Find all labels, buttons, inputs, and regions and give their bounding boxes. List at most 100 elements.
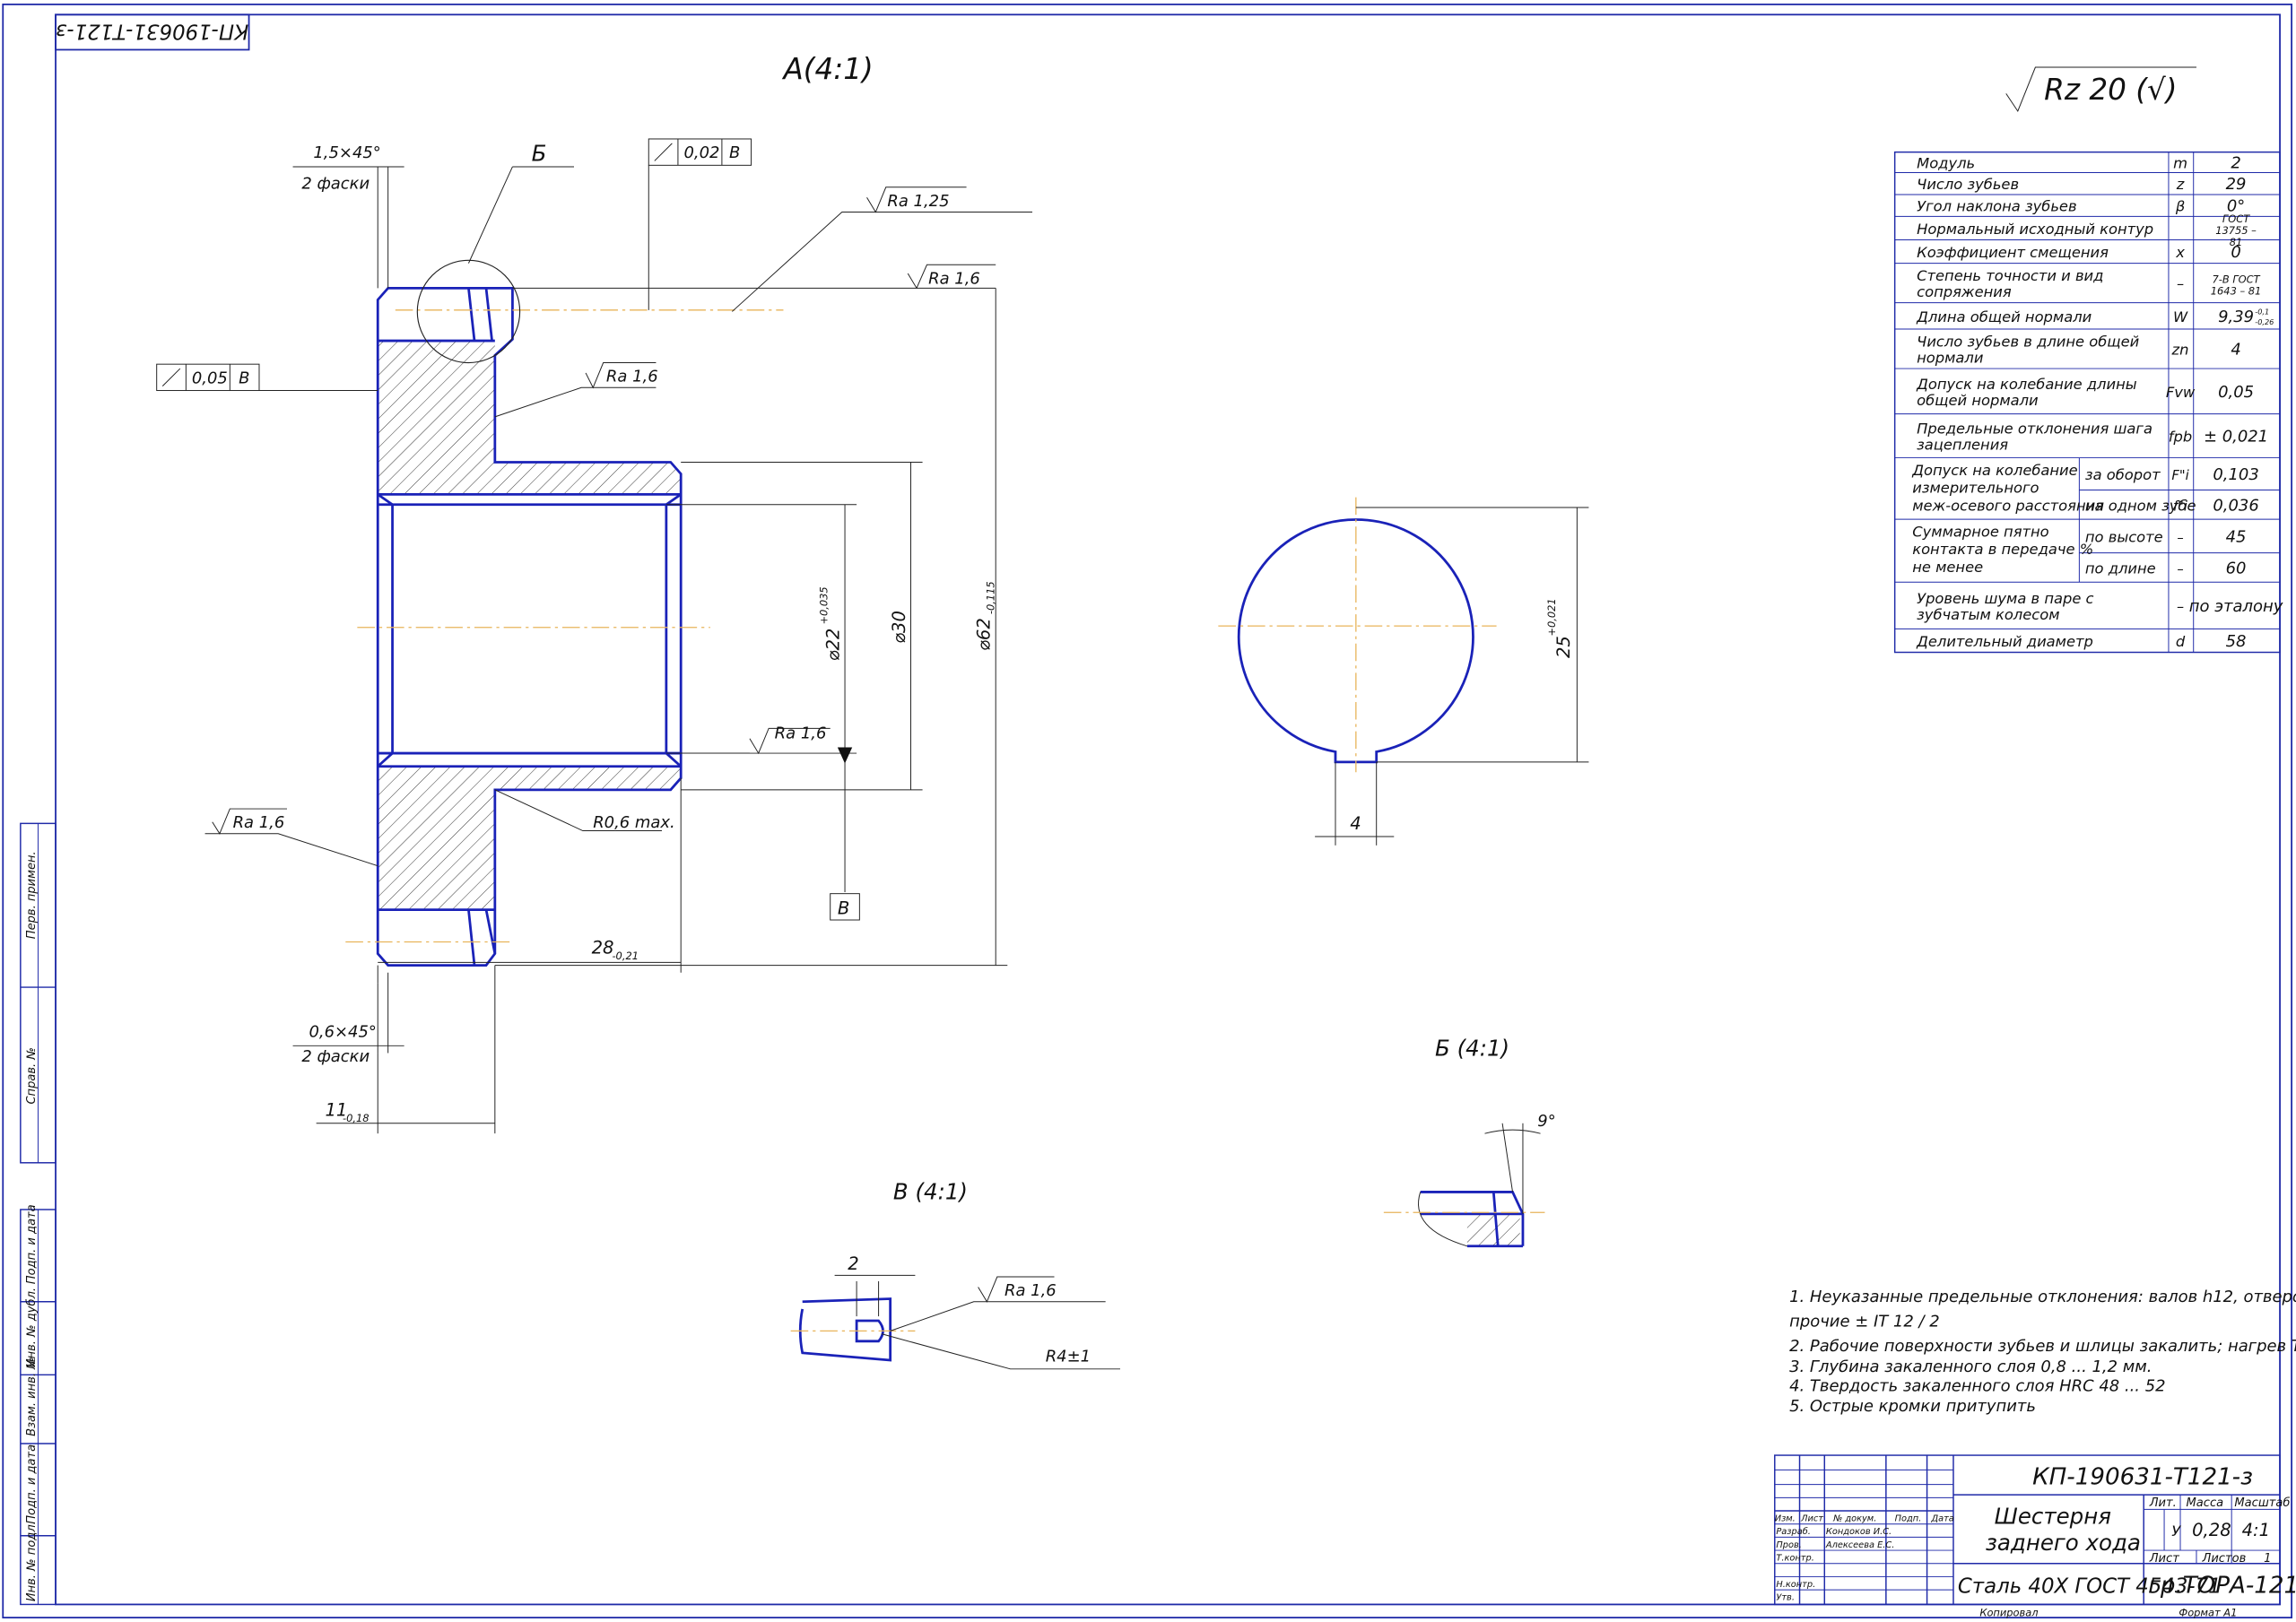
w-tol-bottom: -0,26 (2255, 317, 2274, 326)
key-height-tol: +0,021 (1545, 598, 1558, 636)
tb-scale-h: Масштаб (2234, 1496, 2290, 1510)
gear-table-symbol: – (2177, 275, 2184, 292)
gear-table-param-name: нормали (1917, 350, 1983, 367)
gear-table-sub1: за оборот (2085, 466, 2161, 483)
tb-name-2: заднего хода (1986, 1530, 2141, 1556)
gear-table-param-name: Число зубьев (1917, 176, 2019, 193)
tb-nkontr: Н.контр. (1776, 1580, 1815, 1590)
chamfer-bottom-dim: 0,6×45° (309, 1023, 376, 1042)
gear-table-symbol: Fvw (2166, 384, 2196, 401)
gear-table-sym2: – (2177, 561, 2183, 577)
gear-table-value: 0° (2227, 197, 2245, 216)
gear-table-param-name: Делительный диаметр (1916, 633, 2093, 650)
ra16-bore-label: Ra 1,6 (775, 724, 827, 743)
detail-b-callout: Б (532, 140, 547, 166)
gear-table-value: 0,05 (2218, 383, 2254, 402)
tb-tkontr: Т.контр. (1776, 1553, 1813, 1563)
gear-table-sub2: на одном зубе (2085, 497, 2196, 514)
tb-lit: У (2171, 1522, 2181, 1540)
gear-table-param-name: контакта в передаче % (1912, 541, 2093, 558)
tb-docno: № докум. (1832, 1514, 1876, 1523)
tb-razrab: Разраб. (1776, 1526, 1810, 1537)
tb-copied: Копировал (1979, 1606, 2038, 1618)
view-v-title: В (4:1) (893, 1179, 968, 1205)
d22-label: ⌀22 (823, 629, 844, 662)
gear-table-value: 2 (2231, 154, 2240, 173)
gear-table-sym1: – (2177, 530, 2183, 545)
note-3: 3. Глубина закаленного слоя 0,8 ... 1,2 … (1789, 1357, 2152, 1376)
gear-table-symbol: d (2176, 633, 2186, 650)
tb-utv: Утв. (1776, 1593, 1795, 1603)
tb-sheet-h: Лист (2149, 1552, 2179, 1566)
runout-tol-left-base: В (239, 369, 249, 387)
runout-tol-left-value: 0,05 (192, 369, 228, 387)
gear-table-symbol: z (2176, 176, 2185, 193)
tb-org: гр.ТОРА-121-з (2148, 1572, 2296, 1599)
view-b-title: Б (4:1) (1435, 1036, 1509, 1062)
gear-table-value: 81 (2230, 236, 2243, 248)
gear-table-value: ГОСТ (2222, 213, 2250, 225)
side-stamp-column: Перв. примен. Справ. № Подп. и дата Инв.… (20, 822, 57, 1606)
runout-tol-top-base: В (729, 143, 740, 162)
note-5: 5. Острые кромки притупить (1789, 1397, 2036, 1416)
tb-date: Дата (1930, 1514, 1953, 1523)
technical-notes: 1. Неуказанные предельные отклонения: ва… (1789, 1288, 2296, 1416)
gear-table-symbol: zn (2171, 342, 2189, 359)
key-height-label: 25 (1553, 636, 1574, 658)
side-label-podp1: Подп. и дата (25, 1204, 39, 1284)
gear-table-value: 9,39 (2218, 308, 2254, 326)
side-label-sprav: Справ. № (25, 1047, 39, 1104)
d62-tol: -0,115 (985, 581, 997, 614)
gear-table-param-name: Угол наклона зубьев (1917, 198, 2076, 215)
gear-table-val2: 60 (2226, 559, 2247, 577)
gear-table-param-name: зубчатым колесом (1917, 606, 2059, 623)
gear-table-symbol: x (2175, 244, 2185, 261)
ra16-top-label: Ra 1,6 (928, 269, 980, 288)
tb-sign: Подп. (1895, 1514, 1922, 1523)
gear-table-value: 0 (2231, 243, 2240, 262)
len28-label: 28 (592, 938, 614, 958)
gear-table-val1: 0,103 (2213, 465, 2258, 484)
gear-table-value: 7-В ГОСТ (2213, 273, 2261, 286)
gear-table-param-name: измерительного (1912, 480, 2039, 497)
bore-keyway-view: 25 +0,021 4 (1218, 497, 1589, 846)
ra16-groove-label: Ra 1,6 (1004, 1281, 1057, 1300)
tb-prov: Пров. (1776, 1540, 1801, 1550)
doc-code-rotated: КП-190631-Т121-з (56, 20, 248, 43)
len28-tol: -0,21 (612, 950, 639, 962)
chamfer-bottom-note: 2 фаски (301, 1047, 370, 1066)
ra16-left-label: Ra 1,6 (233, 813, 285, 832)
gear-table-symbol: – (2177, 598, 2184, 615)
note-4: 4. Твердость закаленного слоя HRC 48 ...… (1789, 1376, 2165, 1395)
runout-tol-top-value: 0,02 (683, 143, 719, 162)
tb-lit-h: Лит. (2149, 1496, 2177, 1510)
gear-table-param-name: Степень точности и вид (1917, 267, 2103, 284)
tb-sheets-h: Листов (2202, 1552, 2247, 1566)
chamfer-top-dim: 1,5×45° (313, 143, 380, 162)
detail-v-view: 2 Ra 1,6 R4±1 (790, 1253, 1120, 1370)
gear-table-sym2: f"i (2173, 499, 2187, 514)
gear-table-symbol: β (2175, 198, 2185, 215)
tb-prov-name: Алексеева Е.С. (1825, 1540, 1894, 1550)
gear-table-value: 58 (2226, 632, 2247, 651)
gear-table-param-name: Допуск на колебание длины (1916, 376, 2137, 393)
tb-material: Сталь 40Х ГОСТ 4543-71 (1958, 1574, 2222, 1598)
d62-label: ⌀62 (974, 618, 995, 651)
gear-table-param-name: Допуск на колебание (1911, 462, 2077, 479)
w-tol-top: -0,1 (2255, 308, 2269, 317)
gear-table-val2: 0,036 (2213, 496, 2258, 515)
gear-table-value: 4 (2231, 341, 2240, 360)
gear-table-symbol: W (2173, 308, 2188, 325)
ra16-neck-label: Ra 1,6 (606, 368, 658, 386)
side-label-inv: Инв. № подл. (25, 1521, 39, 1601)
chamfer-top-note: 2 фаски (301, 174, 370, 193)
gear-table-param-name: Нормальный исходный контур (1917, 221, 2153, 238)
tb-mass-h: Масса (2187, 1496, 2224, 1510)
base-b-label: В (838, 898, 849, 919)
tb-name-1: Шестерня (1995, 1504, 2111, 1530)
d22-tol: +0,035 (817, 586, 830, 624)
general-roughness: Rz 20 (√) (2005, 66, 2196, 113)
gear-table-param-name: не менее (1912, 559, 1983, 576)
